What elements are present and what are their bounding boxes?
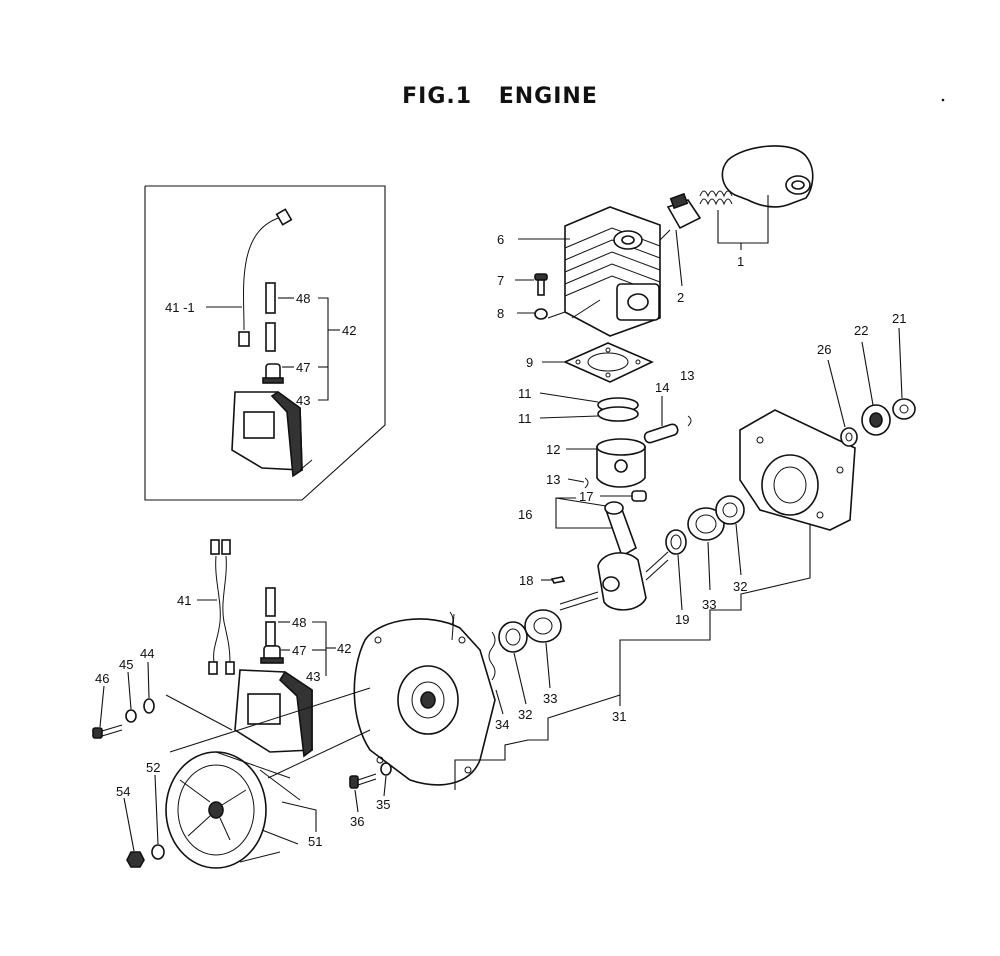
lead-wire-41	[208, 539, 235, 675]
callout-1: 1	[737, 254, 744, 269]
callout-48-a: 48	[296, 291, 310, 306]
callout-43-a: 43	[296, 393, 310, 408]
callout-48-b: 48	[292, 615, 306, 630]
flywheel	[165, 751, 301, 869]
washer-45	[125, 709, 137, 723]
callout-33-a: 33	[702, 597, 716, 612]
seal-32-left	[498, 621, 528, 653]
muffler	[721, 145, 814, 208]
callout-13-a: 13	[680, 368, 694, 383]
callout-41-1: 41 -1	[165, 300, 195, 315]
seal-32-right	[715, 495, 745, 525]
callout-54: 54	[116, 784, 130, 799]
callout-2: 2	[677, 290, 684, 305]
callout-12: 12	[546, 442, 560, 457]
cylinder-screw	[534, 273, 548, 296]
bolt-46	[92, 724, 123, 739]
callout-26: 26	[817, 342, 831, 357]
oil-seal-19	[665, 529, 687, 555]
callout-36: 36	[350, 814, 364, 829]
circlip-lower	[584, 477, 589, 489]
callout-9: 9	[526, 355, 533, 370]
connecting-rod	[604, 501, 637, 558]
callout-11-a: 11	[518, 386, 532, 401]
callout-11-b: 11	[518, 411, 532, 426]
callout-46: 46	[95, 671, 109, 686]
callout-51: 51	[308, 834, 322, 849]
callout-47-b: 47	[292, 643, 306, 658]
callout-44: 44	[140, 646, 154, 661]
ignition-coil-43	[234, 669, 313, 758]
callout-47-a: 47	[296, 360, 310, 375]
callout-14: 14	[655, 380, 669, 395]
cap-47	[260, 645, 284, 664]
callout-45: 45	[119, 657, 133, 672]
callout-32-b: 32	[518, 707, 532, 722]
callout-13-b: 13	[546, 472, 560, 487]
circlip-upper	[687, 415, 692, 427]
leader-lines	[99, 195, 903, 852]
cylinder-washer	[534, 308, 548, 320]
inset-ignition-coil	[231, 391, 313, 478]
muffler-spring	[699, 190, 733, 206]
crankcase-right	[739, 409, 856, 531]
washer-35	[380, 762, 392, 776]
callout-31: 31	[612, 709, 626, 724]
spring-tube-48	[265, 587, 276, 647]
callout-8: 8	[497, 306, 504, 321]
washer-52	[151, 844, 165, 860]
callout-32-a: 32	[733, 579, 747, 594]
piston	[596, 438, 646, 488]
crankshaft	[559, 551, 669, 611]
callout-21: 21	[892, 311, 906, 326]
callout-7: 7	[497, 273, 504, 288]
inset-box	[144, 185, 386, 501]
piston-pin	[643, 423, 679, 444]
inset-lead-wire	[238, 208, 293, 347]
bearing-33-left	[524, 609, 562, 643]
callout-16: 16	[518, 507, 532, 522]
callout-6: 6	[497, 232, 504, 247]
callout-52: 52	[146, 760, 160, 775]
callout-33-b: 33	[543, 691, 557, 706]
inset-spring-tube	[265, 282, 276, 352]
cylinder	[564, 206, 661, 337]
crankcase-left	[353, 618, 496, 786]
piston-rings	[597, 397, 639, 422]
callout-labels: 1 2 6 7 8 9 11 11 12 13 13 14 16 17 18 1…	[95, 232, 906, 849]
cylinder-gasket	[563, 342, 654, 383]
callout-41: 41	[177, 593, 191, 608]
bolt-36	[349, 773, 377, 789]
nut-54	[126, 851, 145, 868]
callout-18: 18	[519, 573, 533, 588]
callout-34: 34	[495, 717, 509, 732]
callout-42-a: 42	[342, 323, 356, 338]
washer-44	[143, 698, 155, 714]
callout-17: 17	[579, 489, 593, 504]
nut-21	[892, 398, 916, 420]
clutch-drum-22	[861, 404, 891, 436]
stray-mark	[941, 98, 945, 102]
callout-42-b: 42	[337, 641, 351, 656]
inset-cap	[262, 363, 284, 384]
needle-bearing-17	[631, 490, 647, 502]
callout-22: 22	[854, 323, 868, 338]
woodruff-key	[550, 576, 566, 584]
bearing-33-right	[687, 507, 725, 541]
callout-35: 35	[376, 797, 390, 812]
spark-plug	[659, 192, 702, 241]
callout-19: 19	[675, 612, 689, 627]
washer-26	[840, 427, 858, 447]
callout-43-b: 43	[306, 669, 320, 684]
figure-title: FIG.1 ENGINE	[402, 84, 598, 109]
